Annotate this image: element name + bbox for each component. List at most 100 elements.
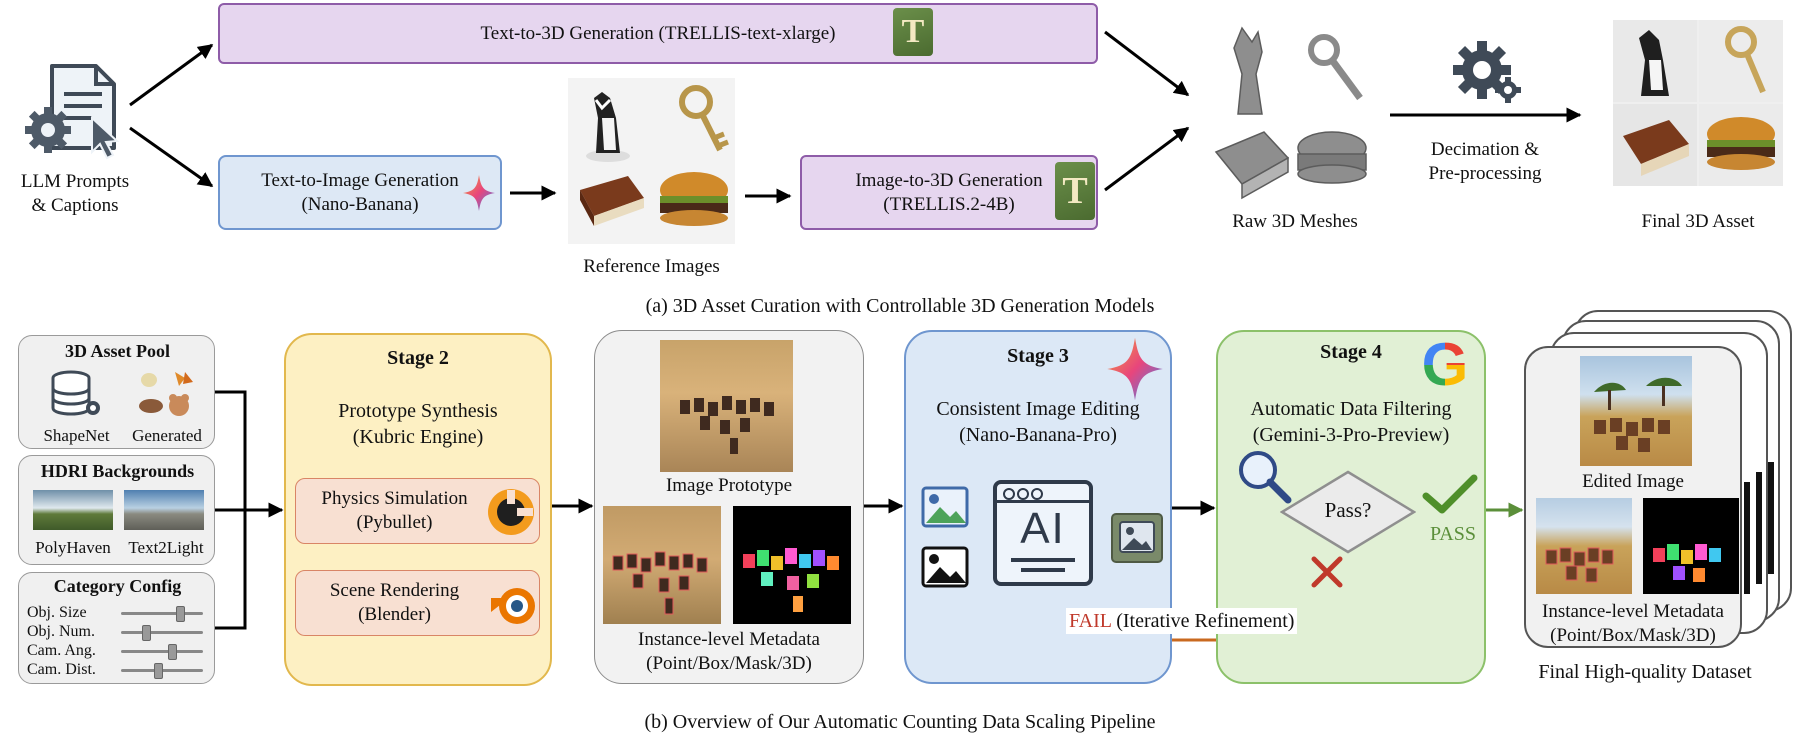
checkmark-icon: [1422, 474, 1478, 514]
caption-b: (b) Overview of Our Automatic Counting D…: [644, 711, 1156, 733]
image-to-3d-box: Image-to-3D Generation (TRELLIS.2-4B): [800, 155, 1098, 230]
llm-prompts-label: LLM Prompts& Captions: [20, 171, 130, 216]
final-boxes-thumbnail: [1536, 498, 1632, 594]
window-dot-icon: [1031, 488, 1043, 500]
dog-mesh: [1233, 26, 1263, 115]
document-gear-icon: [25, 64, 120, 160]
window-dot-icon: [1003, 488, 1015, 500]
final-asset-label: Final 3D Asset: [1641, 211, 1755, 232]
arrow-t2d-to-raw: [1104, 30, 1190, 97]
config-row: Obj. Size: [19, 603, 216, 622]
decimation-label: Decimation &Pre-processing: [1428, 139, 1542, 184]
polyhaven-thumbnail: [33, 490, 113, 530]
pybullet-icon: [488, 489, 534, 535]
generated-label: Generated: [132, 426, 202, 445]
dataset-card-edge: [1756, 472, 1762, 584]
stage3-title: Stage 3: [1007, 345, 1069, 367]
config-item-label: Cam. Dist.: [27, 661, 96, 678]
pass-label: PASS: [1430, 523, 1476, 545]
edited-image-label: Edited Image: [1582, 471, 1684, 492]
config-slider-knob[interactable]: [153, 663, 163, 679]
ai-text: AI: [1020, 504, 1066, 553]
instance-boxes-thumbnail: [603, 506, 721, 624]
stage4-subtitle: Automatic Data Filtering(Gemini-3-Pro-Pr…: [1250, 398, 1452, 446]
arrow-llm-to-t2d: [129, 43, 214, 107]
image-icon-dark: [921, 546, 969, 588]
burger-thumbnail: [660, 172, 728, 226]
image-prototype-thumbnail: [660, 340, 793, 472]
hdri-box: HDRI Backgrounds PolyHaven Text2Light: [18, 455, 215, 565]
asset-pool-box: 3D Asset Pool ShapeNet Generated: [18, 335, 215, 449]
shapenet-label: ShapeNet: [43, 426, 110, 445]
edited-image-thumbnail: [1580, 356, 1692, 466]
trellis-logo-icon-2: T: [1055, 162, 1095, 220]
text-to-3d-box: Text-to-3D Generation (TRELLIS-text-xlar…: [218, 3, 1098, 64]
config-item-label: Obj. Size: [27, 604, 87, 621]
reference-images-label: Reference Images: [583, 256, 720, 277]
dataset-card-edge: [1768, 462, 1774, 574]
pass-question-label: Pass?: [1324, 498, 1372, 522]
polyhaven-label: PolyHaven: [35, 538, 111, 557]
edited-image-icon: [1111, 513, 1163, 563]
config-slider-track[interactable]: [121, 631, 203, 634]
stage3-subtitle: Consistent Image Editing(Nano-Banana-Pro…: [936, 398, 1140, 446]
hdri-title: HDRI Backgrounds: [40, 461, 195, 481]
config-slider-track[interactable]: [121, 650, 203, 653]
blender-icon: [491, 588, 535, 624]
config-item-label: Obj. Num.: [27, 623, 95, 640]
fail-feedback-label: FAIL (Iterative Refinement): [1066, 608, 1298, 634]
raw-meshes-label: Raw 3D Meshes: [1232, 211, 1358, 232]
ai-window-icon: AI: [993, 480, 1093, 586]
text2light-label: Text2Light: [128, 538, 204, 557]
dog-thumbnail: [586, 92, 630, 162]
config-slider-track[interactable]: [121, 612, 203, 615]
database-icon: [51, 370, 100, 416]
stage2-subtitle: Prototype Synthesis(Kubric Engine): [338, 400, 498, 448]
cross-icon: [1311, 556, 1343, 588]
window-dot-icon: [1017, 488, 1029, 500]
dataset-card-edge: [1744, 482, 1750, 594]
config-title: Category Config: [53, 576, 182, 596]
final-dataset-label: Final High-quality Dataset: [1538, 661, 1752, 683]
text-to-image-box: Text-to-Image Generation (Nano-Banana): [218, 155, 502, 230]
final-mask-thumbnail: [1643, 498, 1739, 594]
instance-mask-thumbnail: [733, 506, 851, 624]
fail-label: FAIL: [1069, 610, 1112, 632]
instance-metadata-label: Instance-level Metadata(Point/Box/Mask/3…: [638, 629, 820, 674]
book-thumbnail: [580, 176, 644, 226]
image-icon: [921, 486, 969, 528]
ai-window-line: [1011, 558, 1075, 562]
gear-icon: [1453, 41, 1521, 103]
raw-3d-meshes: [1214, 26, 1367, 200]
final-metadata-label: Instance-level Metadata(Point/Box/Mask/3…: [1542, 601, 1724, 646]
config-row: Cam. Dist.: [19, 660, 216, 679]
config-row: Obj. Num.: [19, 622, 216, 641]
config-slider-knob[interactable]: [141, 625, 151, 641]
pass-decision-diamond: [1280, 470, 1416, 554]
magnifier-icon: [1239, 451, 1292, 504]
stage2-title: Stage 2: [387, 347, 449, 369]
arrow-llm-to-t2i: [129, 126, 214, 188]
reference-images-grid: [568, 78, 735, 244]
image-prototype-label: Image Prototype: [665, 475, 793, 496]
arrow-i2d-to-raw: [1104, 126, 1190, 192]
trellis-logo-icon: T: [893, 8, 933, 56]
stage4-title: Stage 4: [1320, 341, 1382, 363]
ai-window-titlebar: [997, 484, 1089, 503]
final-3d-asset-grid: [1613, 20, 1783, 186]
generated-assets-icon: [139, 372, 193, 416]
config-row: Cam. Ang.: [19, 641, 216, 660]
text2light-thumbnail: [124, 490, 204, 530]
caption-a: (a) 3D Asset Curation with Controllable …: [645, 295, 1155, 317]
gemini-sparkle-icon-2: [1107, 337, 1163, 401]
fail-refinement-label: (Iterative Refinement): [1116, 610, 1295, 632]
asset-pool-title: 3D Asset Pool: [65, 341, 170, 361]
ai-window-line: [1021, 568, 1065, 572]
config-slider-knob[interactable]: [167, 644, 177, 660]
key-thumbnail: [679, 85, 729, 152]
config-slider-knob[interactable]: [176, 606, 186, 622]
google-logo-icon: G: [1414, 334, 1476, 396]
gemini-sparkle-icon: [463, 175, 495, 211]
